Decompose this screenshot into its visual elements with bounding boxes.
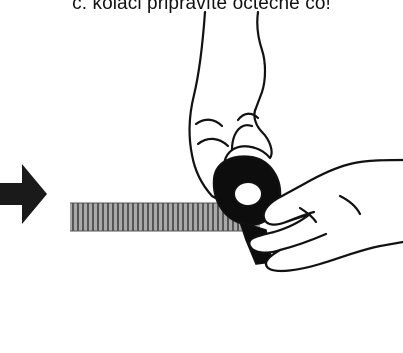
arrow-right-icon (0, 164, 47, 224)
